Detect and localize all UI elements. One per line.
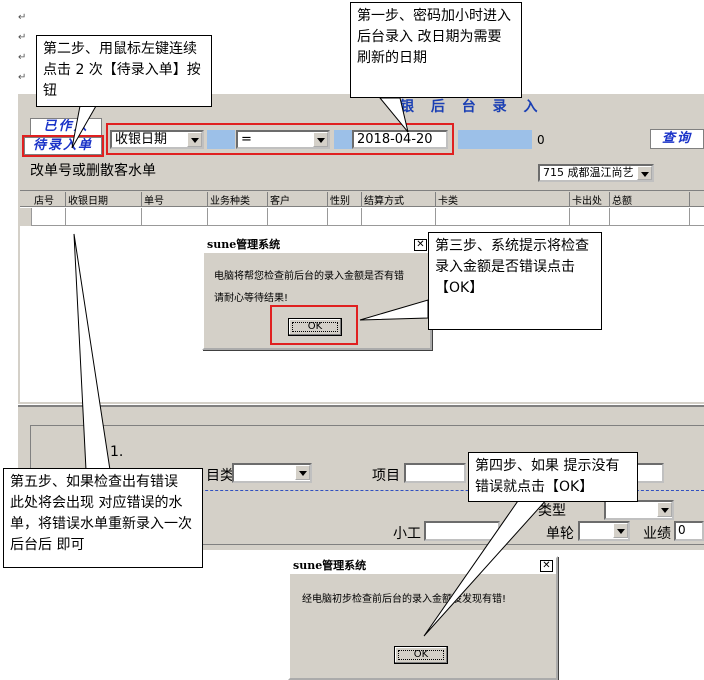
wheel-label: 单轮 <box>546 526 574 542</box>
table-cell[interactable] <box>570 208 610 226</box>
column-header[interactable]: 业务种类 <box>208 192 268 207</box>
divider <box>115 490 704 491</box>
column-header[interactable]: 店号 <box>32 192 66 207</box>
item-label: 项目 <box>372 468 400 484</box>
date-value: 2018-04-20 <box>357 132 433 147</box>
table-cell[interactable] <box>328 208 362 226</box>
section-number: 1. <box>110 444 124 460</box>
dialog-message-2: 请耐心等待结果! <box>214 293 289 304</box>
table-header: 店号 收银日期 单号 业务种类 客户 性别 结算方式 卡类 卡出处 总额 <box>20 191 704 207</box>
paragraph-mark: ↵ <box>18 52 27 63</box>
column-header[interactable]: 客户 <box>268 192 328 207</box>
performance-label: 业绩 <box>643 526 671 542</box>
edit-delete-label: 改单号或删散客水单 <box>30 163 156 179</box>
assistant-label: 小工 <box>393 526 421 542</box>
table-cell[interactable] <box>32 208 66 226</box>
table-cell[interactable] <box>610 208 690 226</box>
item-extra-input[interactable] <box>634 463 664 483</box>
date-filter-highlight <box>106 123 454 155</box>
column-header[interactable]: 单号 <box>142 192 208 207</box>
assistant-input[interactable] <box>424 521 500 541</box>
chevron-down-icon[interactable] <box>637 166 652 180</box>
table-cell[interactable] <box>142 208 208 226</box>
paragraph-mark: ↵ <box>18 72 27 83</box>
result-dialog: sune管理系统 ✕ 经电脑初步检查前后台的录入金额没发现有错! OK <box>288 556 558 680</box>
dialog-message: 经电脑初步检查前后台的录入金额没发现有错! <box>302 594 507 605</box>
performance-input[interactable]: 0 <box>674 521 704 541</box>
dialog-title: sune管理系统 <box>290 558 556 574</box>
callout-step2: 第二步、用鼠标左键连续点击 2 次【待录入单】按钮 <box>36 35 212 107</box>
table-cell[interactable] <box>362 208 436 226</box>
page-title: 银 后 台 录 入 <box>400 99 544 115</box>
table-cell[interactable] <box>436 208 570 226</box>
count-value: 0 <box>537 133 545 147</box>
paragraph-mark: ↵ <box>18 12 27 23</box>
date-spacer <box>334 130 352 149</box>
pending-tab-highlight <box>22 135 104 157</box>
wheel-select[interactable] <box>578 521 630 541</box>
ok-button[interactable]: OK <box>288 318 342 336</box>
callout-step3: 第三步、系统提示将检查录入金额是否错误点击【OK】 <box>428 232 602 330</box>
done-tab-button[interactable]: 已作入 <box>30 118 102 136</box>
item-input[interactable] <box>404 463 466 483</box>
ok-highlight <box>270 305 358 345</box>
row-selector[interactable] <box>20 208 32 226</box>
count-box <box>458 130 532 149</box>
ok-button[interactable]: OK <box>394 646 448 664</box>
chevron-down-icon[interactable] <box>187 132 202 147</box>
callout-step5: 第五步、如果检查出有错误 此处将会出现 对应错误的水单，将错误水单重新录入一次后… <box>3 468 203 568</box>
store-select-value: 715 成都温江尚艺 <box>543 166 634 179</box>
dialog-message: 电脑将帮您检查前后台的录入金额是否有错 <box>214 271 404 282</box>
chevron-down-icon[interactable] <box>295 465 310 480</box>
store-select[interactable]: 715 成都温江尚艺 <box>538 164 654 182</box>
table-row[interactable] <box>20 208 704 226</box>
callout-step1: 第一步、密码加小时进入后台录入 改日期为需要刷新的日期 <box>350 2 522 98</box>
chevron-down-icon[interactable] <box>313 132 328 147</box>
chevron-down-icon[interactable] <box>613 523 628 538</box>
table-cell[interactable] <box>268 208 328 226</box>
close-icon[interactable]: ✕ <box>540 560 553 572</box>
column-header[interactable]: 卡类 <box>436 192 570 207</box>
table-cell[interactable] <box>208 208 268 226</box>
filter-field-select[interactable]: 收银日期 <box>110 130 204 149</box>
chevron-down-icon[interactable] <box>657 502 672 517</box>
query-button[interactable]: 查询 <box>650 129 704 149</box>
category-label: 目类 <box>206 468 234 484</box>
operator-value: = <box>241 132 252 147</box>
check-dialog: sune管理系统 ✕ 电脑将帮您检查前后台的录入金额是否有错 请耐心等待结果! … <box>202 235 432 350</box>
column-header[interactable]: 收银日期 <box>66 192 142 207</box>
filter-spacer <box>207 130 235 149</box>
close-icon[interactable]: ✕ <box>414 239 427 251</box>
category-select[interactable] <box>232 463 312 483</box>
column-header[interactable]: 结算方式 <box>362 192 436 207</box>
filter-field-value: 收银日期 <box>115 132 168 147</box>
type-label: 类型 <box>538 503 566 519</box>
column-header[interactable]: 卡出处 <box>570 192 610 207</box>
operator-select[interactable]: = <box>236 130 330 149</box>
paragraph-mark: ↵ <box>18 32 27 43</box>
table-cell[interactable] <box>66 208 142 226</box>
callout-step4: 第四步、如果 提示没有错误就点击【OK】 <box>468 452 638 502</box>
column-header[interactable]: 总额 <box>610 192 690 207</box>
column-header[interactable]: 性别 <box>328 192 362 207</box>
dialog-title: sune管理系统 <box>204 237 430 253</box>
type-select[interactable] <box>604 500 674 520</box>
